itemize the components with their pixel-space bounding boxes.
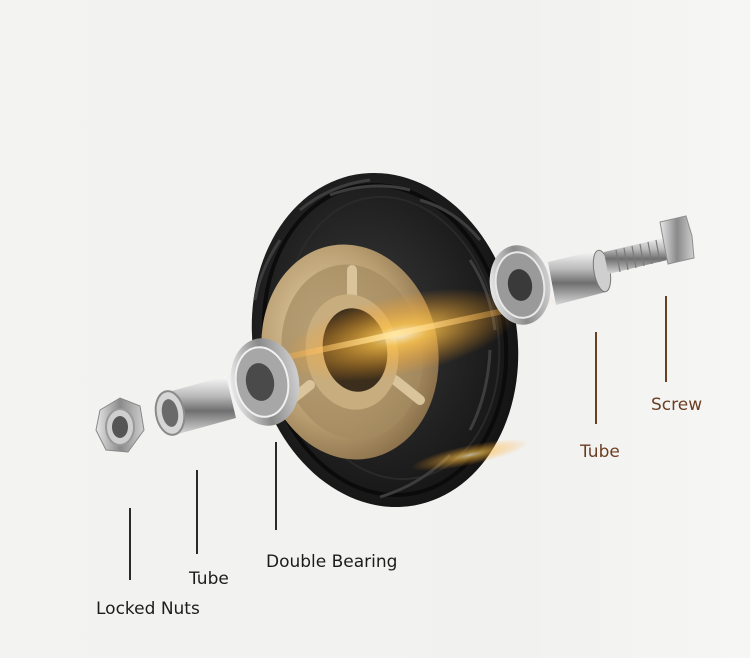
leader-line-locked-nuts [129, 508, 131, 580]
leader-line-double-bearing [275, 442, 277, 530]
leader-line-screw [665, 296, 667, 382]
label-locked-nuts: Locked Nuts [96, 599, 200, 619]
tread-blocks [253, 178, 497, 499]
leader-line-tube-left [196, 470, 198, 554]
light-glow [232, 288, 558, 471]
label-tube-left: Tube [189, 569, 229, 589]
label-double-bearing: Double Bearing [266, 552, 398, 572]
screw [604, 215, 695, 274]
right-bearing [489, 245, 551, 325]
right-tube [548, 249, 612, 305]
locked-nut [95, 397, 145, 453]
label-screw: Screw [651, 395, 703, 415]
left-tube [154, 376, 236, 436]
label-tube-right: Tube [580, 442, 620, 462]
double-bearing [230, 338, 300, 426]
leader-line-tube-right [595, 332, 597, 424]
